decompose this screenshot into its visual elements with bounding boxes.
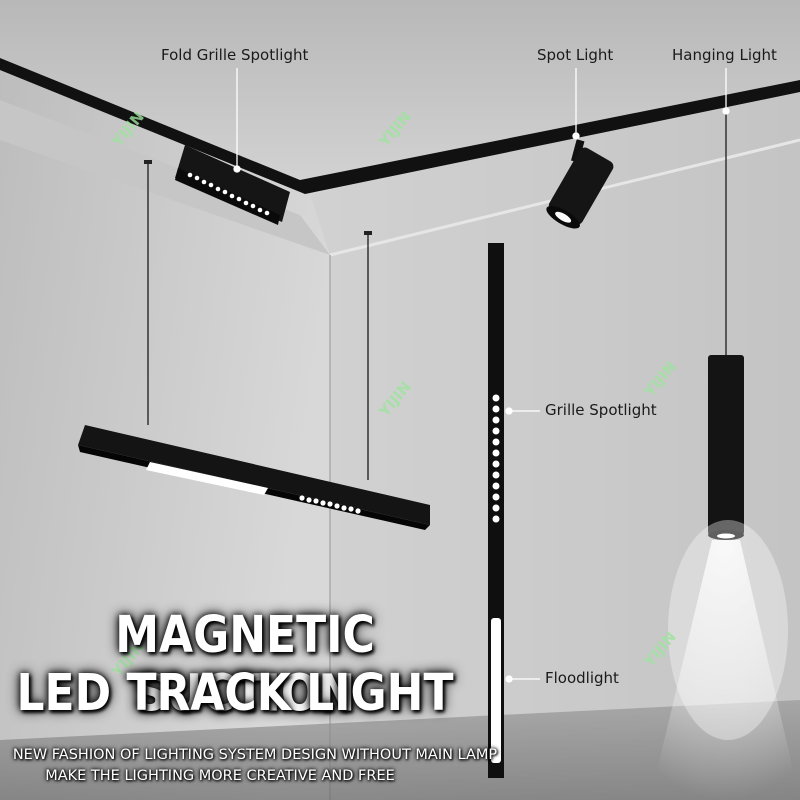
label-spot-light: Spot Light — [537, 46, 614, 64]
linear-pendant-light — [78, 160, 430, 530]
ceiling-track — [0, 58, 800, 194]
subtitle-line-1: NEW FASHION OF LIGHTING SYSTEM DESIGN WI… — [12, 747, 498, 763]
label-hanging-light: Hanging Light — [672, 46, 777, 64]
hanging-light — [650, 110, 800, 800]
callout-lines — [233, 68, 730, 683]
headline-line-2: LED TRACK LIGHT — [16, 664, 454, 723]
vertical-grille-floodlight-bar — [488, 243, 504, 778]
subtitle-line-2: MAKE THE LIGHTING MORE CREATIVE AND FREE — [45, 768, 395, 784]
label-floodlight: Floodlight — [545, 669, 619, 687]
left-wall — [0, 65, 330, 800]
floor-shadow — [0, 700, 800, 800]
ceiling-cove — [0, 100, 330, 255]
fold-grille-spotlight — [175, 145, 290, 225]
label-grille-spotlight: Grille Spotlight — [545, 401, 657, 419]
label-fold-grille-spotlight: Fold Grille Spotlight — [161, 46, 309, 64]
spot-light — [546, 139, 614, 229]
headline-line-1: MAGNETIC SUCTION — [115, 606, 375, 724]
